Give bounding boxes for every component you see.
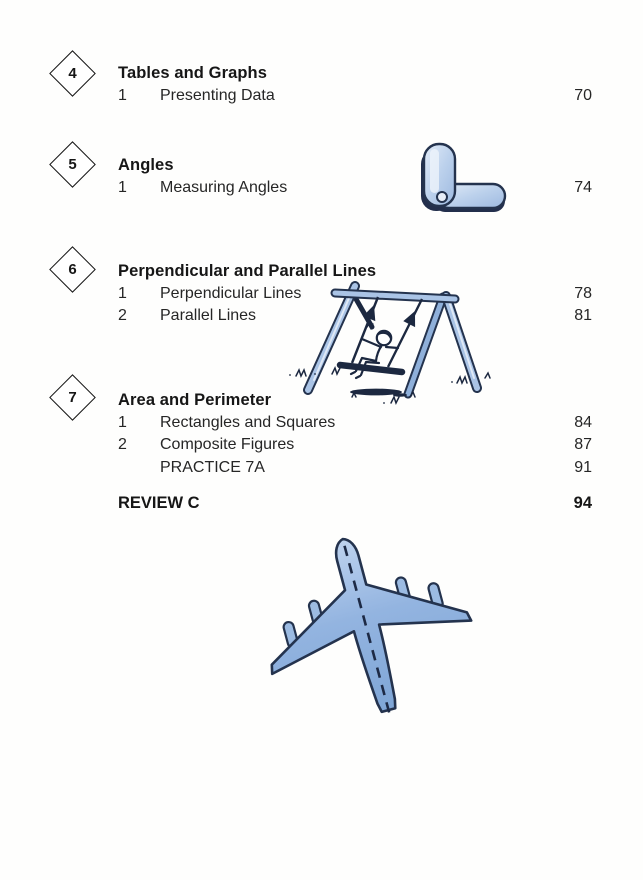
page-number: 70 xyxy=(574,86,592,104)
page-number: 78 xyxy=(574,284,592,302)
section-4-diamond: 4 xyxy=(49,50,96,97)
section-6-diamond: 6 xyxy=(49,246,96,293)
review-row: REVIEW C 94 xyxy=(118,492,592,515)
section-number: 4 xyxy=(68,65,77,82)
angle-ruler-illustration xyxy=(421,142,507,212)
item-number: 2 xyxy=(118,436,127,453)
section-7: Area and Perimeter 1 Rectangles and Squa… xyxy=(118,389,592,479)
item-number: 1 xyxy=(118,86,127,104)
review-label: REVIEW C xyxy=(118,494,200,512)
airplane-illustration xyxy=(270,537,473,714)
item-title: Presenting Data xyxy=(160,86,275,104)
item-title: Composite Figures xyxy=(160,436,295,453)
toc-item-row: 1 Measuring Angles 74 xyxy=(118,177,592,200)
toc-item-row: 1 Perpendicular Lines 78 xyxy=(118,283,592,306)
section-6: Perpendicular and Parallel Lines 1 Perpe… xyxy=(118,260,592,328)
item-number: 1 xyxy=(118,178,127,196)
item-title: Perpendicular Lines xyxy=(160,284,302,302)
toc-item-row: 1 Presenting Data 70 xyxy=(118,85,592,108)
section-title: Area and Perimeter xyxy=(118,391,272,409)
toc-item-row: 1 Rectangles and Squares 84 xyxy=(118,412,592,435)
toc-item-row: 2 Parallel Lines 81 xyxy=(118,305,592,328)
section-7-diamond: 7 xyxy=(49,374,96,421)
page-number: 94 xyxy=(573,494,592,512)
toc-item-row: PRACTICE 7A 91 xyxy=(118,457,592,480)
section-title: Tables and Graphs xyxy=(118,64,268,82)
item-title: Parallel Lines xyxy=(160,307,257,324)
section-5-diamond: 5 xyxy=(49,141,96,188)
section-number: 6 xyxy=(68,261,77,278)
page-number: 84 xyxy=(574,413,592,431)
section-number: 7 xyxy=(68,389,77,406)
item-title: Rectangles and Squares xyxy=(160,413,336,431)
section-title: Angles xyxy=(118,156,174,174)
page-number: 91 xyxy=(574,458,592,476)
section-number: 5 xyxy=(68,156,77,173)
item-number: 2 xyxy=(118,307,127,324)
section-4: Tables and Graphs 1 Presenting Data 70 xyxy=(118,62,592,107)
page-number: 81 xyxy=(574,307,592,324)
item-number: 1 xyxy=(118,284,127,302)
item-number xyxy=(118,457,160,480)
item-title: PRACTICE 7A xyxy=(160,458,265,476)
page-number: 74 xyxy=(574,178,592,196)
item-title: Measuring Angles xyxy=(160,178,288,196)
swing-set-illustration xyxy=(289,281,491,405)
item-number: 1 xyxy=(118,413,127,431)
section-5: Angles 1 Measuring Angles 74 xyxy=(118,154,592,199)
toc-item-row: 2 Composite Figures 87 xyxy=(118,434,592,457)
section-title: Perpendicular and Parallel Lines xyxy=(118,262,377,280)
page-number: 87 xyxy=(574,436,592,453)
